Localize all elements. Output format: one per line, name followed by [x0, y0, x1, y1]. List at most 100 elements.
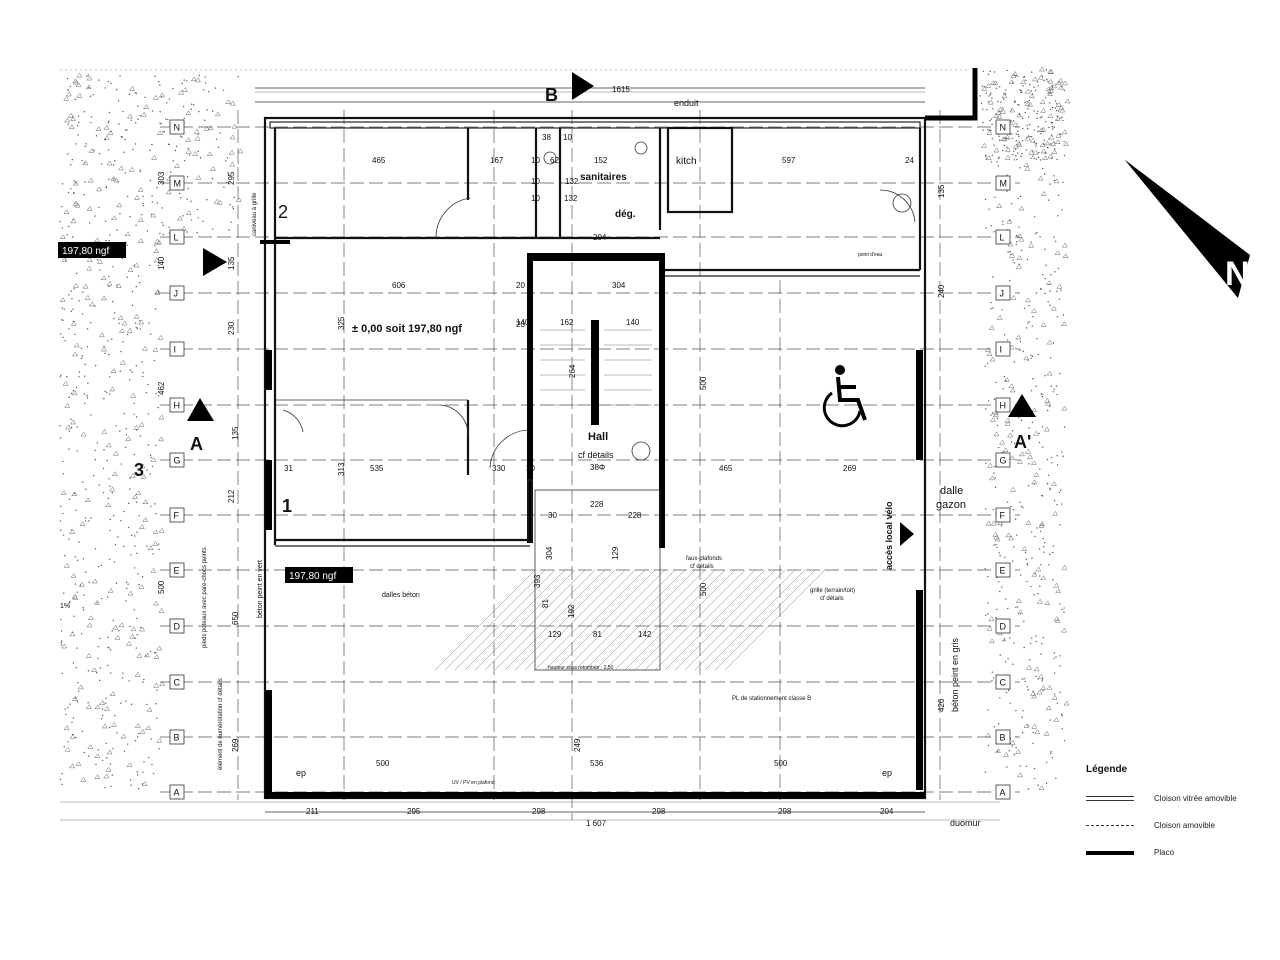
dim-top-label: 132	[564, 194, 578, 203]
dim-inner-label: 264	[568, 364, 577, 378]
grid-row-label: H	[174, 401, 181, 411]
dim-inner-label: 249	[573, 738, 582, 752]
grid-row-label: F	[174, 511, 180, 521]
section-a-label: A	[190, 434, 203, 454]
stair-core	[527, 253, 665, 548]
dim-side-label: 426	[937, 698, 946, 712]
grid-row-label: E	[174, 566, 180, 576]
grid-row-label: J	[1000, 289, 1005, 299]
legend-item-movable: Cloison amovible	[1086, 812, 1276, 839]
dim-inner-label: 140	[626, 318, 640, 327]
label-grille: grille (terrain/toit)	[810, 588, 855, 594]
svg-text:197,80 ngf: 197,80 ngf	[62, 246, 109, 257]
dim-bottom-label: 298	[532, 807, 546, 816]
dim-inner-label: 228	[628, 511, 642, 520]
label-dalles-beton: dalles béton	[382, 592, 420, 599]
dim-side-label: 295	[227, 171, 236, 185]
dim-top-label: 10	[531, 156, 540, 165]
grid-row-box	[995, 229, 1011, 245]
label-enduit: enduit	[674, 98, 699, 108]
grid-row-label: B	[1000, 733, 1006, 743]
north-arrow-icon: N	[1125, 160, 1250, 298]
dim-bottom-label: 211	[306, 807, 319, 816]
label-grille-note: cf détails	[820, 596, 844, 602]
dim-inner-label: 228	[590, 500, 604, 509]
dim-top-label: 152	[594, 156, 608, 165]
grid-row-box	[995, 507, 1011, 523]
ramp-zone	[434, 489, 826, 671]
grid-row-box	[169, 229, 185, 245]
label-ep-right: ep	[882, 768, 892, 778]
section-a-triangle	[187, 398, 214, 421]
dim-inner-label: 162	[560, 318, 574, 327]
grid-row-box	[169, 562, 185, 578]
zone-2: 2	[278, 202, 288, 222]
level-tag-upper: 197,80 ngf	[58, 242, 126, 258]
dim-top-label: 10	[531, 177, 540, 186]
dim-top-label: 167	[490, 156, 504, 165]
upper-rooms	[273, 126, 922, 547]
label-uv-plafond: UV / PV en plafond	[452, 780, 495, 786]
dim-side-label: 462	[157, 381, 166, 395]
grid-row-box	[995, 452, 1011, 468]
grid-row-box	[169, 452, 185, 468]
grid-row-label: N	[174, 123, 181, 133]
dim-inner-label: 500	[699, 376, 708, 390]
label-beton-vert: béton peint en vert	[257, 560, 264, 618]
label-caniveau: caniveau à grille	[252, 192, 258, 236]
zone-3: 3	[134, 460, 144, 480]
dim-inner-label: 30	[548, 511, 557, 520]
dim-top-label: 204	[593, 233, 607, 242]
label-ep-left: ep	[296, 768, 306, 778]
legend-swatch-placo	[1086, 850, 1134, 855]
dim-inner-label: 81	[541, 599, 550, 608]
grid-row-box	[995, 674, 1011, 690]
dim-inner-label: 393	[533, 574, 542, 588]
velo-access-arrow	[900, 522, 914, 546]
label-pieds-poteaux: pieds poteaux avec pare-chocs peints	[202, 547, 208, 648]
dim-side-label: 240	[937, 284, 946, 298]
dim-inner-label: 500	[774, 759, 788, 768]
dim-side-label: 135	[231, 426, 240, 440]
legend-swatch-movable	[1086, 825, 1134, 826]
label-point-eau: point d'eau	[858, 252, 883, 258]
dim-top-label: 20	[516, 320, 525, 329]
section-a-prime-label: A'	[1014, 432, 1031, 452]
grid-row-label: I	[174, 345, 177, 355]
dim-side-label: 500	[157, 580, 166, 594]
legend-item-placo: Placo	[1086, 839, 1276, 866]
grid-row-label: G	[174, 456, 181, 466]
hall-note: cf détails	[578, 450, 614, 460]
dim-side-label: 269	[231, 738, 240, 752]
grid-row-box	[169, 729, 185, 745]
label-parking: PL de stationnement classe B	[732, 696, 811, 702]
label-hauteur: hauteur sous retombée : 2,50	[548, 665, 614, 671]
section-b-label: B	[545, 85, 558, 105]
dim-top-label: 606	[392, 281, 406, 290]
dim-inner-label: 500	[699, 582, 708, 596]
dim-inner-label: 192	[567, 604, 576, 618]
dim-inner-label: 30	[526, 464, 535, 473]
grid-row-box	[169, 507, 185, 523]
grid-row-box	[169, 397, 185, 413]
bottom-total-dim: 1 607	[586, 819, 607, 828]
room-deg: dég.	[615, 209, 636, 220]
dim-inner-label: 304	[545, 546, 554, 560]
grid-row-box	[995, 175, 1011, 191]
dim-side-label: 650	[231, 611, 240, 625]
dim-inner-label: 325	[337, 316, 346, 330]
grid-row-box	[169, 618, 185, 634]
grid-row-label: M	[174, 179, 182, 189]
grid-row-box	[169, 175, 185, 191]
grid-row-box	[995, 285, 1011, 301]
svg-text:197,80 ngf: 197,80 ngf	[289, 571, 336, 582]
room-kitch: kitch	[676, 156, 697, 167]
grid-row-label: H	[1000, 401, 1007, 411]
grid-row-label: C	[1000, 678, 1007, 688]
dim-inner-label: 313	[337, 462, 346, 476]
grid-row-label: B	[174, 733, 180, 743]
